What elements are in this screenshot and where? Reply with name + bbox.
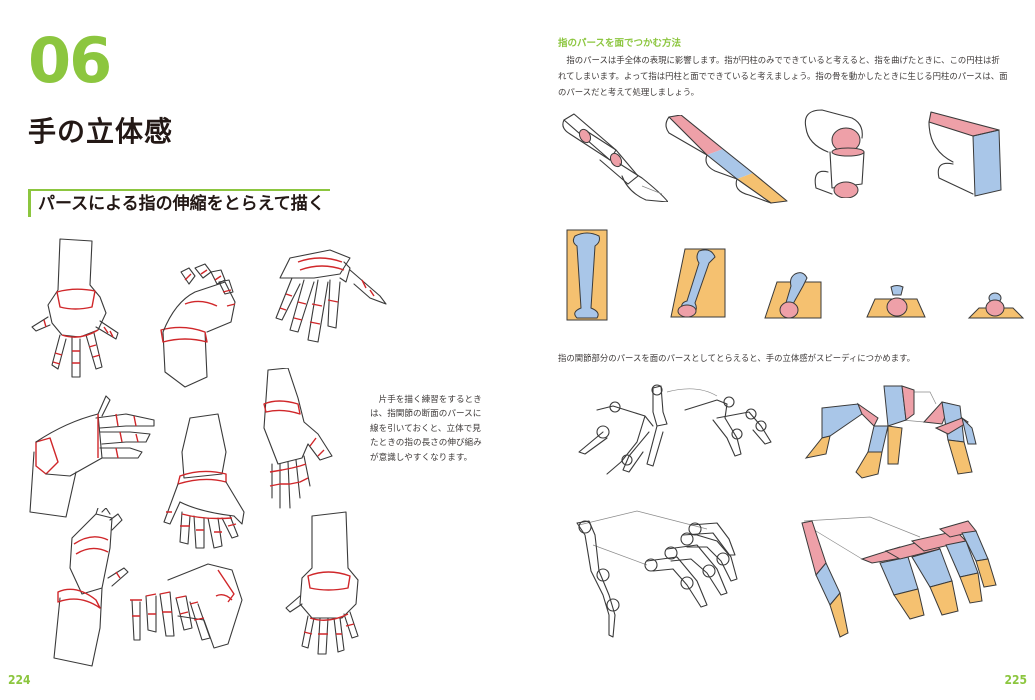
hand-raised-palm-illustration bbox=[52, 508, 137, 668]
hand-palm-up-curled-illustration bbox=[160, 412, 250, 557]
plane-hand-reach-diagram bbox=[800, 515, 1000, 640]
bent-block-planes-diagram bbox=[925, 110, 1010, 198]
finger-planes-colored-diagram bbox=[663, 115, 788, 207]
left-page: 06 手の立体感 パースによる指の伸縮をとらえて描く bbox=[0, 0, 517, 700]
body-text: 指のパースは手全体の表現に影響します。指が円柱のみでできていると考えると、指を曲… bbox=[558, 55, 1008, 97]
bone-perspective-5-diagram bbox=[967, 290, 1025, 320]
skeleton-hand-reach-diagram bbox=[567, 505, 742, 645]
right-page: 指のパースを面でつかむ方法 指のパースは手全体の表現に影響します。指が円柱のみで… bbox=[517, 0, 1035, 700]
bone-perspective-1-diagram bbox=[563, 228, 608, 323]
hand-vertical-side-illustration bbox=[258, 368, 338, 513]
section-title: パースによる指の伸縮をとらえて描く bbox=[38, 194, 325, 214]
finger-cylinder-joints-diagram bbox=[558, 112, 668, 202]
hand-back-spread-illustration bbox=[30, 235, 125, 380]
chapter-title: 手の立体感 bbox=[28, 115, 174, 148]
bent-cylinder-diagram bbox=[802, 108, 882, 198]
bone-perspective-2-diagram bbox=[669, 245, 727, 320]
bone-perspective-4-diagram bbox=[865, 285, 927, 320]
page-number-right: 225 bbox=[1004, 673, 1027, 687]
section-header: パースによる指の伸縮をとらえて描く bbox=[28, 189, 330, 217]
skeleton-hand-claw-diagram bbox=[567, 382, 777, 482]
page-number-left: 224 bbox=[8, 673, 31, 687]
plane-hand-claw-diagram bbox=[802, 382, 977, 482]
hand-cupped-upward-illustration bbox=[155, 262, 240, 392]
hand-fingers-drooping-illustration bbox=[270, 248, 390, 358]
bone-perspective-3-diagram bbox=[763, 270, 823, 320]
diagram-caption: 指の関節部分のパースを面のパースとしてとらえると、手の立体感がスピーディにつかめ… bbox=[558, 353, 916, 363]
hand-side-reaching-illustration bbox=[26, 392, 161, 522]
hand-back-down-illustration bbox=[282, 508, 372, 658]
subsection-heading: 指のパースを面でつかむ方法 bbox=[558, 38, 682, 49]
chapter-number: 06 bbox=[28, 24, 112, 97]
side-note: 片手を描く練習をするときは、指関節の断面のパースに線を引いておくと、立体で見たと… bbox=[370, 395, 482, 463]
hand-claw-grip-illustration bbox=[128, 560, 248, 660]
